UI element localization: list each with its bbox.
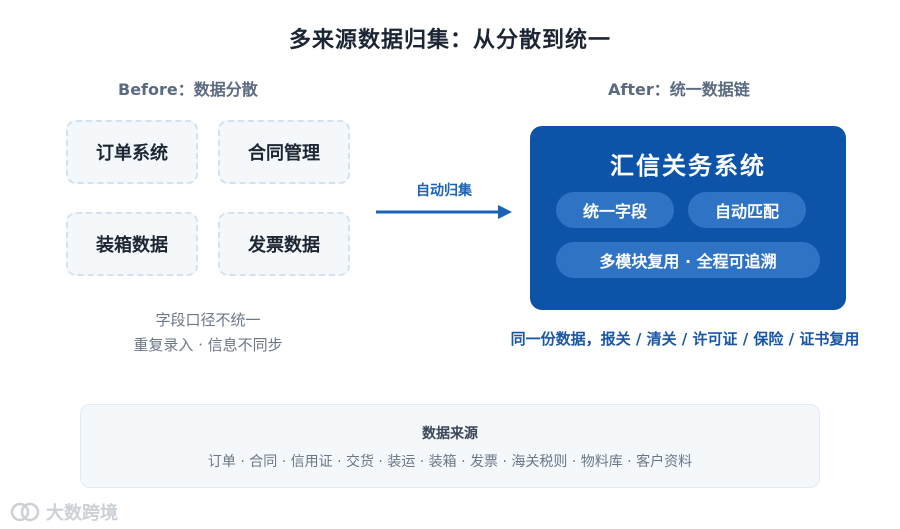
diagram-title: 多来源数据归集：从分散到统一 (288, 28, 611, 53)
before-heading: Before：数据分散 (118, 80, 258, 99)
data-sources-title: 数据来源 (422, 426, 478, 442)
source-box-contract-management: 合同管理 (218, 120, 350, 184)
unified-system-panel: 汇信关务系统 统一字段 自动匹配 多模块复用 · 全程可追溯 (530, 126, 846, 310)
system-name: 汇信关务系统 (610, 152, 766, 180)
source-box-packing-data: 装箱数据 (66, 212, 198, 276)
watermark-text: 大数跨境 (46, 503, 118, 524)
reuse-caption: 同一份数据，报关 / 清关 / 许可证 / 保险 / 证书复用 (510, 330, 860, 348)
arrow-label: 自动归集 (416, 183, 472, 199)
data-sources-box: 数据来源 订单 · 合同 · 信用证 · 交货 · 装运 · 装箱 · 发票 ·… (80, 404, 820, 488)
right-arrow-icon (376, 205, 512, 219)
watermark-logo-icon (10, 502, 40, 522)
source-box-invoice-data: 发票数据 (218, 212, 350, 276)
feature-pill-auto-match: 自动匹配 (688, 192, 806, 228)
source-box-order-system: 订单系统 (66, 120, 198, 184)
before-issue-line: 重复录入 · 信息不同步 (133, 336, 283, 354)
watermark: 大数跨境 (10, 499, 118, 525)
feature-pill-reuse-traceable: 多模块复用 · 全程可追溯 (556, 242, 820, 278)
data-sources-list: 订单 · 合同 · 信用证 · 交货 · 装运 · 装箱 · 发票 · 海关税则… (207, 454, 693, 470)
feature-pill-unified-fields: 统一字段 (556, 192, 674, 228)
before-issue-line: 字段口径不统一 (155, 311, 261, 329)
after-heading: After：统一数据链 (608, 80, 750, 99)
